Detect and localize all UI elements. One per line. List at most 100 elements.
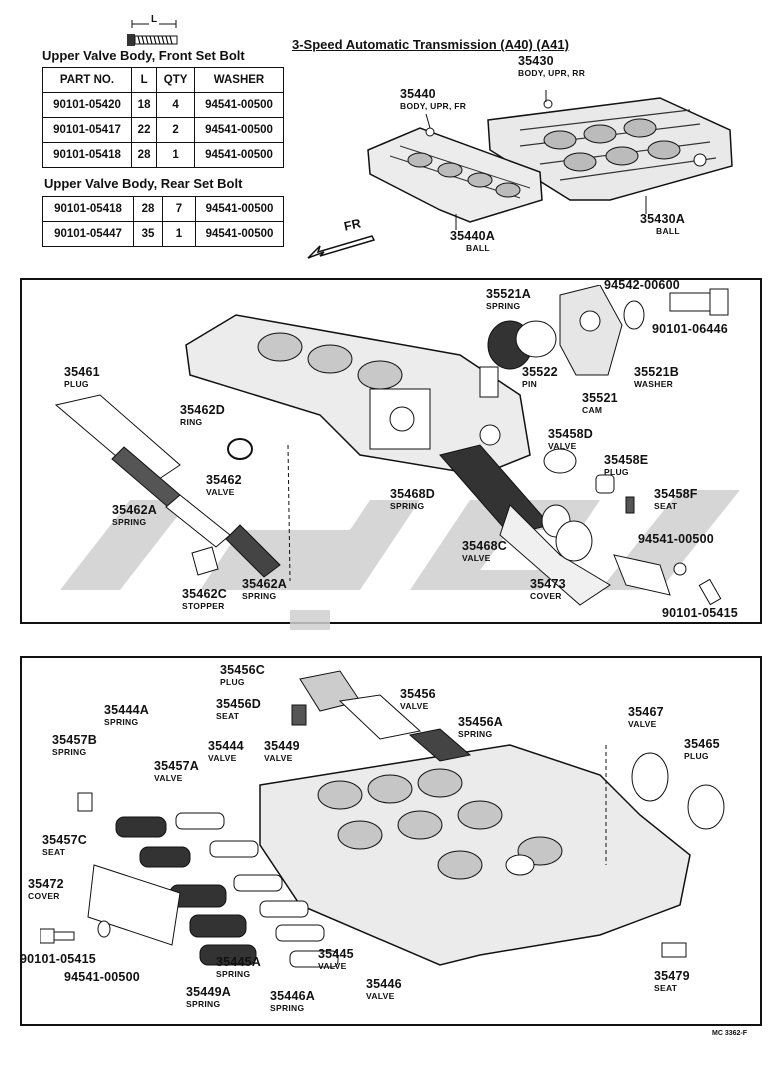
length-marker: L — [126, 14, 182, 48]
front-table-title: Upper Valve Body, Front Set Bolt — [42, 48, 245, 63]
part-number: 35458D — [548, 427, 593, 441]
part-label-35468C: 35468C VALVE — [462, 540, 507, 564]
part-label-35449: 35449 VALVE — [264, 740, 300, 764]
part-number: 35462A — [242, 577, 287, 591]
part-name: BALL — [656, 226, 680, 236]
part-number: 35430 — [518, 54, 554, 68]
part-number: 35456D — [216, 697, 261, 711]
part-name: VALVE — [366, 991, 395, 1001]
part-number: 35457B — [52, 733, 97, 747]
part-label-90101-06446: 90101-06446 — [652, 322, 728, 336]
part-name: SPRING — [112, 517, 147, 527]
part-label-94542-00600: 94542-00600 — [604, 278, 680, 292]
part-label-35462A-lower: 35462A SPRING — [242, 578, 287, 602]
part-number: 35473 — [530, 577, 566, 591]
part-number: 35522 — [522, 365, 558, 379]
part-number: 35462D — [180, 403, 225, 417]
part-label-35521A: 35521A SPRING — [486, 288, 531, 312]
part-number: 35462A — [112, 503, 157, 517]
part-name: VALVE — [154, 773, 183, 783]
part-name: SPRING — [186, 999, 221, 1009]
part-label-35446A: 35446A SPRING — [270, 990, 315, 1014]
part-name: COVER — [28, 891, 60, 901]
part-name: SPRING — [52, 747, 87, 757]
part-name: PLUG — [604, 467, 629, 477]
part-label-35445A: 35445A SPRING — [216, 956, 261, 980]
part-label-35456A: 35456A SPRING — [458, 716, 503, 740]
part-number: 35445A — [216, 955, 261, 969]
part-name: VALVE — [400, 701, 429, 711]
front-direction-arrow: FR — [306, 216, 386, 260]
part-number: 35446 — [366, 977, 402, 991]
part-number: 35430A — [640, 212, 685, 226]
part-number: 35444A — [104, 703, 149, 717]
table-cell: 90101-05420 — [42, 92, 132, 118]
part-number: 35467 — [628, 705, 664, 719]
part-label-35479: 35479 SEAT — [654, 970, 690, 994]
table-cell: 28 — [130, 142, 158, 168]
part-label-35462: 35462 VALVE — [206, 474, 242, 498]
part-number: 35479 — [654, 969, 690, 983]
part-label-90101-05415-bottom: 90101-05415 — [20, 952, 96, 966]
part-name: SEAT — [42, 847, 66, 857]
part-label-35440: 35440 BODY, UPR, FR — [400, 88, 466, 112]
part-label-35446: 35446 VALVE — [366, 978, 402, 1002]
part-name: SPRING — [216, 969, 251, 979]
part-name: SEAT — [654, 983, 678, 993]
part-number: 35521B — [634, 365, 679, 379]
part-number: 35457C — [42, 833, 87, 847]
col-header: WASHER — [194, 67, 284, 93]
part-number: 35465 — [684, 737, 720, 751]
part-name: SPRING — [270, 1003, 305, 1013]
part-name: RING — [180, 417, 203, 427]
table-cell: 94541-00500 — [194, 142, 284, 168]
table-row: 90101-05447 35 1 94541-00500 — [42, 221, 284, 247]
part-name: SPRING — [104, 717, 139, 727]
part-label-35521B: 35521B WASHER — [634, 366, 679, 390]
part-name: VALVE — [206, 487, 235, 497]
table-cell: 2 — [156, 117, 196, 143]
part-label-35457A: 35457A VALVE — [154, 760, 199, 784]
part-label-35456: 35456 VALVE — [400, 688, 436, 712]
part-name: SEAT — [216, 711, 240, 721]
table-row: 90101-05420 18 4 94541-00500 — [42, 92, 284, 118]
col-header: QTY — [156, 67, 196, 93]
part-label-35468D: 35468D SPRING — [390, 488, 435, 512]
bottom-section-frame — [20, 656, 762, 1026]
part-name: WASHER — [634, 379, 674, 389]
part-label-90101-05415-mid: 90101-05415 — [662, 606, 738, 620]
table-cell: 94541-00500 — [195, 221, 284, 247]
part-number: 35440 — [400, 87, 436, 101]
table-cell: 90101-05447 — [42, 221, 134, 247]
part-number: 35440A — [450, 229, 495, 243]
part-name: VALVE — [548, 441, 577, 451]
part-label-35521: 35521 CAM — [582, 392, 618, 416]
part-label-35473: 35473 COVER — [530, 578, 566, 602]
part-number: 35458F — [654, 487, 698, 501]
table-cell: 1 — [156, 142, 196, 168]
part-name: BALL — [466, 243, 490, 253]
col-header: L — [130, 67, 158, 93]
part-label-35444: 35444 VALVE — [208, 740, 244, 764]
part-label-35456C: 35456C PLUG — [220, 664, 265, 688]
table-cell: 35 — [133, 221, 163, 247]
part-label-35462A-upper: 35462A SPRING — [112, 504, 157, 528]
part-name: PLUG — [220, 677, 245, 687]
part-name: VALVE — [264, 753, 293, 763]
part-number: 35445 — [318, 947, 354, 961]
part-name: VALVE — [462, 553, 491, 563]
part-label-94541-00500-bottom: 94541-00500 — [64, 970, 140, 984]
part-number: 35456 — [400, 687, 436, 701]
part-label-35440A: 35440A BALL — [450, 230, 495, 254]
front-bolt-table: PART NO. L QTY WASHER 90101-05420 18 4 9… — [42, 67, 284, 168]
figure-code: MC 3362-F — [712, 1030, 748, 1037]
part-label-35458E: 35458E PLUG — [604, 454, 648, 478]
table-cell: 18 — [130, 92, 158, 118]
part-label-35430A: 35430A BALL — [640, 213, 685, 237]
part-label-35462D: 35462D RING — [180, 404, 225, 428]
part-number: 35521 — [582, 391, 618, 405]
part-number: 35444 — [208, 739, 244, 753]
upper-valve-bodies-illustration — [360, 90, 750, 230]
part-number: 35462 — [206, 473, 242, 487]
part-number: 35521A — [486, 287, 531, 301]
